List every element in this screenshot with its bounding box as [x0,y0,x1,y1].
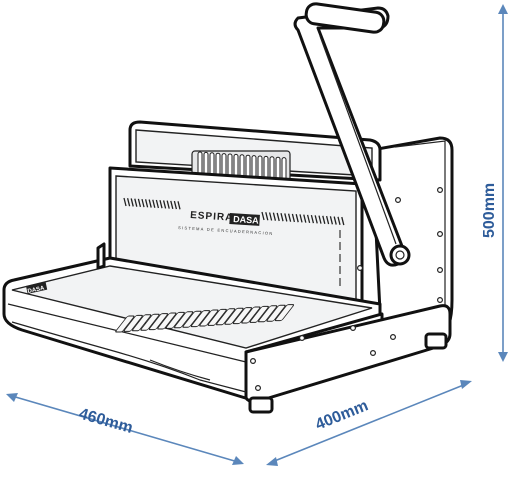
slot-mark [329,216,334,225]
slot-mark [170,200,174,210]
crank-handle-grip [304,2,386,34]
screws [250,187,444,392]
base-slot [123,314,143,332]
left-badge: DASA [27,285,46,295]
slot-mark [141,198,145,208]
slot-mark [272,212,277,221]
base-comb-slots [115,304,295,333]
panel-post [96,242,106,270]
brand-logo: ESPIRA DASA SISTEMA DE ENCUADERNACION [178,210,274,236]
slot-mark [261,211,265,221]
base-slot [249,305,269,323]
slot-mark [177,201,181,210]
slot-mark [318,215,322,224]
foot-front [248,396,274,414]
brand-tagline: SISTEMA DE ENCUADERNACION [178,225,274,236]
base-slot [199,309,219,327]
slot-mark [152,199,156,208]
slot-mark [126,198,131,207]
crank-lever [293,2,411,267]
slot-mark [287,213,292,222]
base-slot [274,304,295,322]
slot-mark [322,215,326,224]
base-slot [207,308,227,326]
base-slot [182,310,202,328]
slot-mark [144,199,149,208]
base-slot [241,306,261,324]
slot-mark [306,214,311,224]
slot-mark [166,200,170,209]
base-slot [232,307,253,325]
slot-mark [341,216,345,226]
base-slot [115,315,135,333]
slot-mark [295,214,299,223]
slot-mark [325,215,330,225]
slot-mark [268,212,273,221]
slot-mark [280,213,284,222]
height-dimension: 500mm [481,4,508,362]
depth-label: 400mm [313,397,371,433]
slot-mark [137,198,142,208]
slot-mark [337,216,341,225]
slot-mark [123,197,127,207]
left-badge-box [26,281,48,294]
slot-mark [291,213,296,223]
base-slot [140,313,160,331]
base-slot [165,311,185,329]
binding-machine-illustration: ESPIRA DASA SISTEMA DE ENCUADERNACION DA… [2,2,454,414]
height-label: 500mm [481,183,498,238]
slot-mark [130,198,134,207]
foot-right [424,332,448,350]
width-label: 460mm [77,406,135,438]
base-slot [174,311,194,329]
brand-box-text: DASA [233,214,260,226]
brand-prefix: ESPIRA [190,210,234,224]
slot-mark [159,200,163,209]
slot-mark [333,216,337,225]
base-slot [266,304,286,322]
slot-mark [162,200,167,209]
base-slot [148,313,169,331]
slot-mark [155,199,160,209]
slot-mark [310,214,315,224]
slot-mark [303,214,307,223]
width-dimension: 460mm [6,393,244,465]
slot-mark [173,200,178,210]
slot-mark [276,212,280,222]
base-slot [258,305,278,323]
slot-ladder-left [123,197,181,210]
slot-ladder-right [261,211,345,286]
base-slot [216,308,236,326]
base-slot [190,310,211,328]
depth-dimension: 400mm [266,380,472,466]
base-slot [224,307,244,325]
slot-mark [299,214,303,223]
slot-mark [148,199,152,208]
slot-mark [134,198,138,207]
slot-mark [265,212,269,221]
slot-mark [284,213,288,222]
base-slot [132,314,152,332]
slot-mark [314,215,318,224]
base-slot [157,312,177,330]
